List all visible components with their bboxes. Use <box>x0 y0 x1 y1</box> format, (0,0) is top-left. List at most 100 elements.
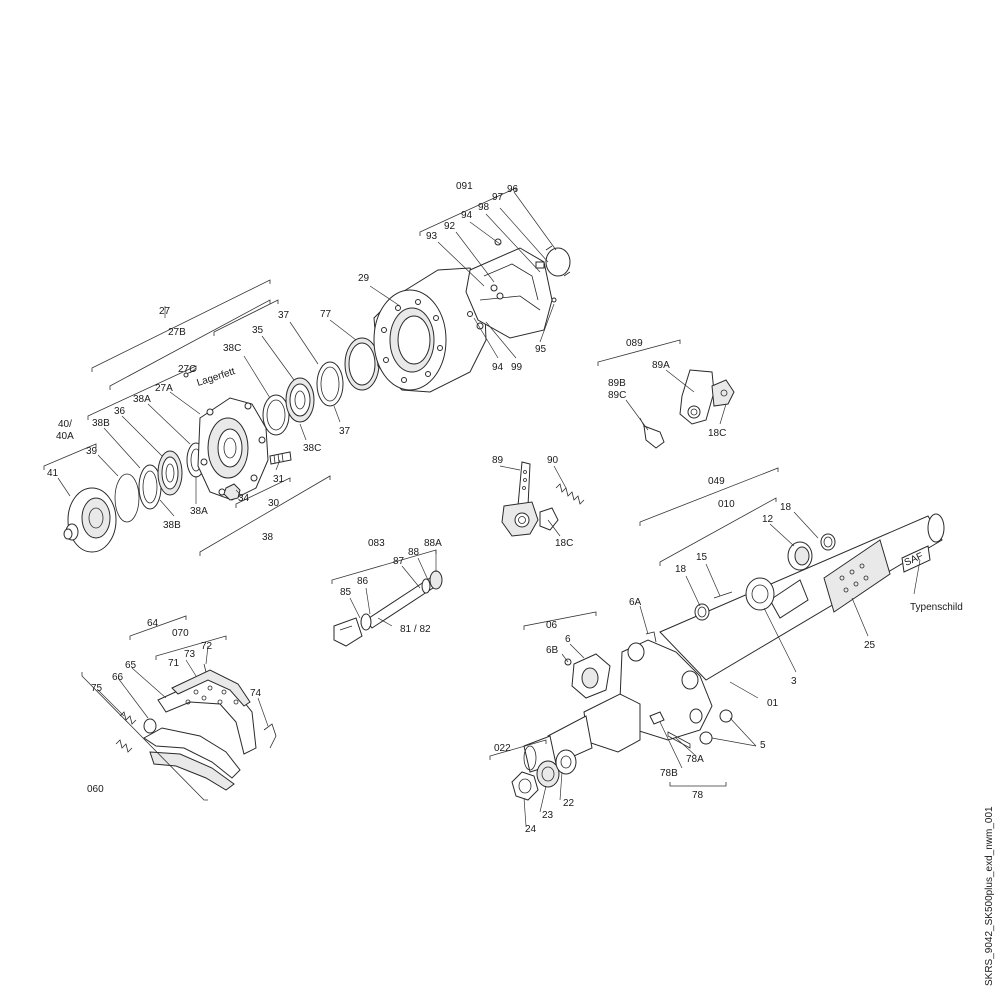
label-81-82: 81 / 82 <box>400 624 431 635</box>
label-73: 73 <box>184 649 196 660</box>
label-36: 36 <box>114 406 126 417</box>
label-90: 90 <box>547 455 559 466</box>
label-060: 060 <box>87 784 104 795</box>
label-78: 78 <box>692 790 704 801</box>
wheel-nut-34 <box>223 483 241 501</box>
label-64: 64 <box>147 618 159 629</box>
label-86: 86 <box>357 576 369 587</box>
label-18C-a: 18C <box>708 428 726 439</box>
label-74: 74 <box>250 688 262 699</box>
label-38B-top: 38B <box>92 418 110 429</box>
label-091: 091 <box>456 181 473 192</box>
label-72: 72 <box>201 641 213 652</box>
label-18-b: 18 <box>675 564 687 575</box>
label-5: 5 <box>760 740 766 751</box>
label-6B: 6B <box>546 645 559 656</box>
label-88A: 88A <box>424 538 442 549</box>
o-ring-5 <box>719 709 733 723</box>
label-089: 089 <box>626 338 643 349</box>
label-15: 15 <box>696 552 708 563</box>
label-35: 35 <box>252 325 264 336</box>
label-65: 65 <box>125 660 137 671</box>
label-38A-bot: 38A <box>190 506 208 517</box>
label-010: 010 <box>718 499 735 510</box>
label-3: 3 <box>791 676 797 687</box>
bearing-35 <box>285 377 315 423</box>
label-typenschild: Typenschild <box>910 602 963 613</box>
label-92: 92 <box>444 221 456 232</box>
label-89C: 89C <box>608 390 626 401</box>
slack-adjuster-89 <box>501 461 559 537</box>
label-89B: 89B <box>608 378 626 389</box>
wheel-hub-27A <box>197 397 269 501</box>
label-18C-b: 18C <box>555 538 573 549</box>
label-070: 070 <box>172 628 189 639</box>
label-24: 24 <box>525 824 537 835</box>
label-22: 22 <box>563 798 575 809</box>
label-6A: 6A <box>629 597 642 608</box>
label-34: 34 <box>238 493 250 504</box>
label-27: 27 <box>159 306 171 317</box>
label-12: 12 <box>762 514 774 525</box>
label-049: 049 <box>708 476 725 487</box>
dust-shield-091 <box>465 238 571 339</box>
label-97: 97 <box>492 192 504 203</box>
label-78A: 78A <box>686 754 704 765</box>
label-30: 30 <box>268 498 280 509</box>
drawing-id: SKRS_9042_SK500plus_exd_nwm_001 <box>984 806 995 986</box>
label-41: 41 <box>47 468 59 479</box>
label-40A: 40A <box>56 431 74 442</box>
axle-stub <box>523 631 733 773</box>
label-23: 23 <box>542 810 554 821</box>
label-89A: 89A <box>652 360 670 371</box>
brake-drum-29 <box>373 267 487 393</box>
brake-camshaft-083 <box>333 570 443 647</box>
spring-90 <box>555 483 585 505</box>
label-71: 71 <box>168 658 180 669</box>
label-25: 25 <box>864 640 876 651</box>
label-88: 88 <box>408 547 420 558</box>
label-6: 6 <box>565 634 571 645</box>
label-27A: 27A <box>155 383 173 394</box>
label-38B-bot: 38B <box>163 520 181 531</box>
label-94-bot: 94 <box>492 362 504 373</box>
label-37-bot: 37 <box>339 426 351 437</box>
label-27B: 27B <box>168 327 186 338</box>
hub-assembly <box>63 337 380 553</box>
label-85: 85 <box>340 587 352 598</box>
label-87: 87 <box>393 556 405 567</box>
hub-cap-41 <box>63 487 117 553</box>
label-38C-bot: 38C <box>303 443 321 454</box>
bearing-36 <box>157 450 183 496</box>
label-94-top: 94 <box>461 210 473 221</box>
label-66: 66 <box>112 672 124 683</box>
label-38: 38 <box>262 532 274 543</box>
label-31: 31 <box>273 474 285 485</box>
label-89: 89 <box>492 455 504 466</box>
label-93: 93 <box>426 231 438 242</box>
wheel-stud-31 <box>269 451 292 465</box>
label-96: 96 <box>507 184 519 195</box>
label-022: 022 <box>494 743 511 754</box>
label-38A-top: 38A <box>133 394 151 405</box>
label-083: 083 <box>368 538 385 549</box>
label-01: 01 <box>767 698 779 709</box>
label-99: 99 <box>511 362 523 373</box>
label-77: 77 <box>320 309 332 320</box>
axle-nut-set-022 <box>511 749 577 801</box>
label-37-top: 37 <box>278 310 290 321</box>
o-ring-39 <box>114 473 140 523</box>
label-39: 39 <box>86 446 98 457</box>
label-78B: 78B <box>660 768 678 779</box>
part-number-labels: 27 27B 27C Lagerfett 27A 38A 36 38B 40/ … <box>47 181 995 986</box>
label-98: 98 <box>478 202 490 213</box>
label-75: 75 <box>91 683 103 694</box>
label-95: 95 <box>535 344 547 355</box>
label-27C: 27C <box>178 364 196 375</box>
slack-adjuster-089 <box>639 369 735 449</box>
label-38C-top: 38C <box>223 343 241 354</box>
label-lagerfett: Lagerfett <box>196 366 237 389</box>
label-brackets <box>43 187 921 827</box>
axle-beam-01 <box>659 513 945 681</box>
